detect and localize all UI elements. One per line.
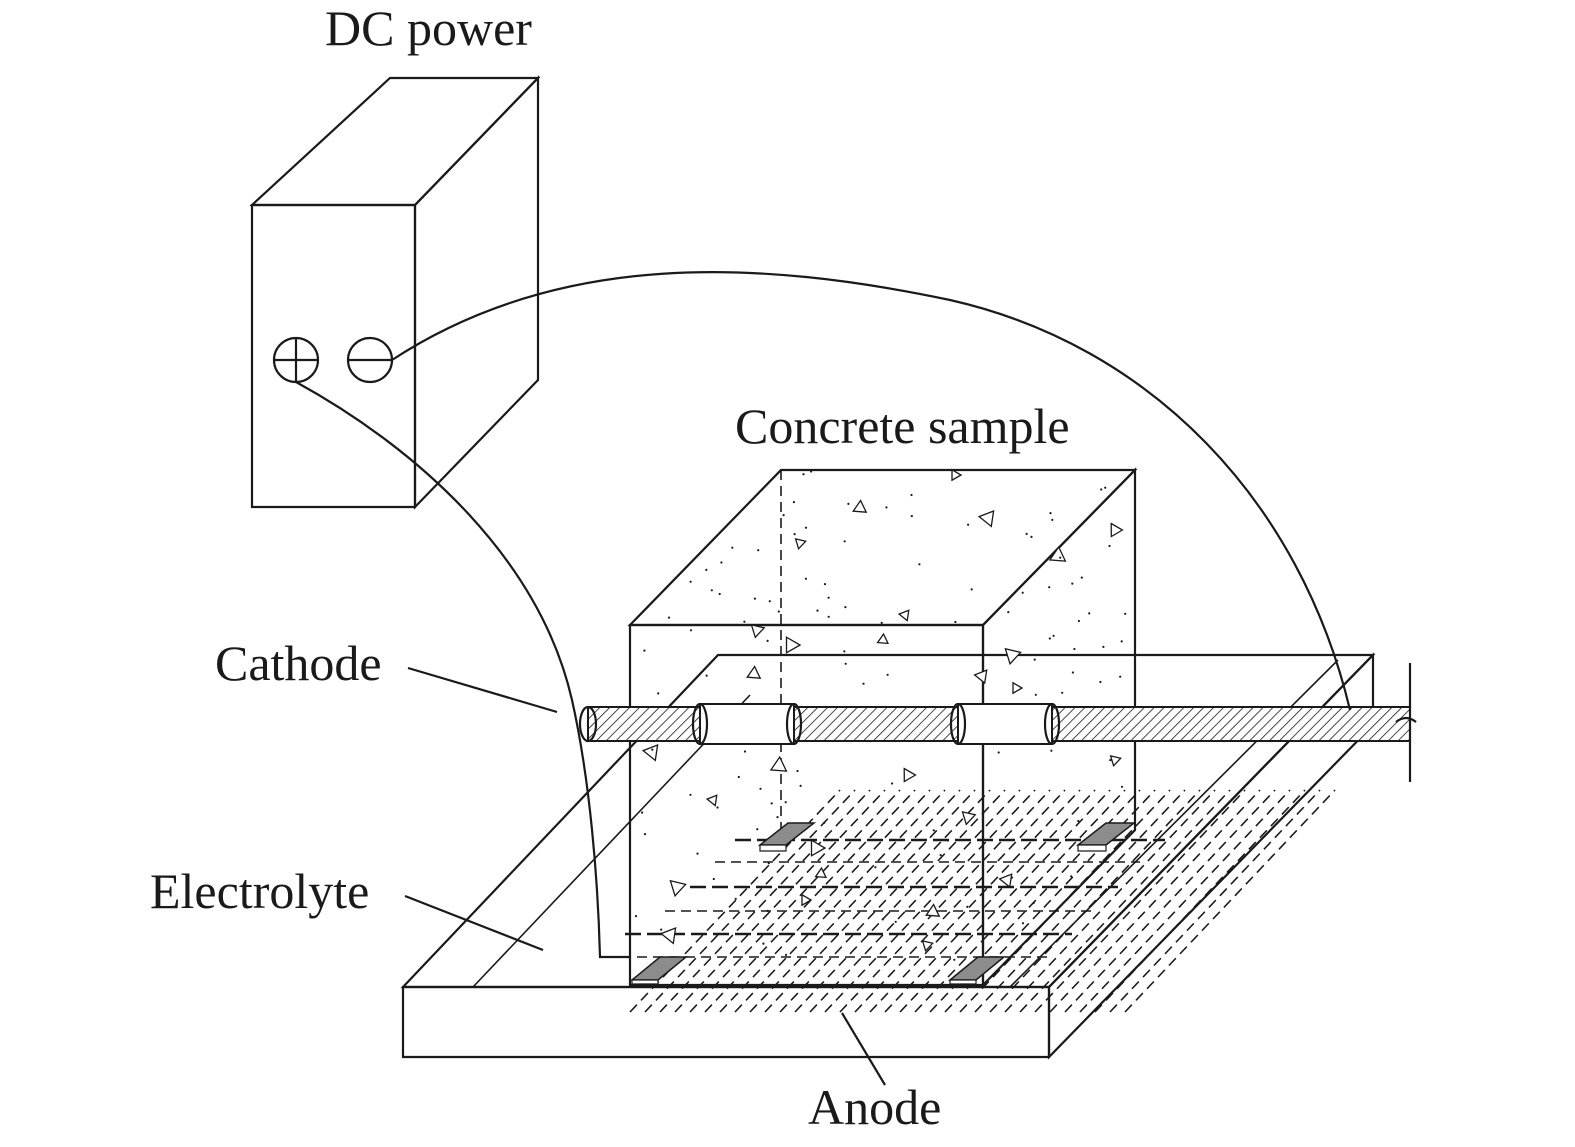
label-cathode: Cathode bbox=[215, 635, 382, 691]
label-dc-power: DC power bbox=[325, 0, 532, 56]
label-anode: Anode bbox=[808, 1079, 941, 1135]
cathode-rebar bbox=[578, 663, 1417, 782]
positive-terminal-icon bbox=[272, 336, 320, 384]
leader-electrolyte bbox=[404, 894, 544, 952]
steel-plate-front-left bbox=[629, 956, 689, 985]
leader-anode bbox=[841, 1012, 886, 1086]
concrete-sample-cube bbox=[627, 467, 1138, 988]
wire-positive-to-anode bbox=[295, 381, 630, 959]
steel-plate-back-left bbox=[757, 822, 817, 852]
anode-mesh bbox=[605, 789, 1336, 1013]
label-concrete-sample: Concrete sample bbox=[735, 398, 1070, 454]
leader-cathode bbox=[407, 666, 558, 714]
steel-plate-back-right bbox=[1075, 822, 1137, 852]
dc-power-supply bbox=[249, 75, 541, 510]
label-electrolyte: Electrolyte bbox=[150, 863, 369, 919]
steel-plate-front-right bbox=[947, 956, 1007, 985]
wire-negative-to-rebar bbox=[391, 271, 1352, 711]
negative-terminal-icon bbox=[346, 336, 394, 384]
